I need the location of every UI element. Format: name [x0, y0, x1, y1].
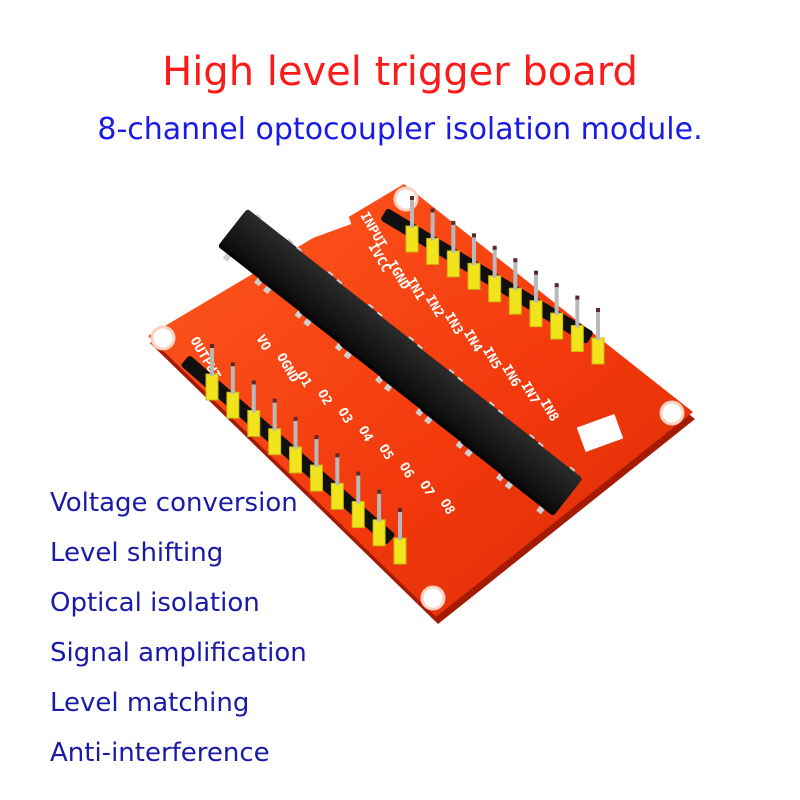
- pin-label: O6: [396, 460, 417, 481]
- header-pin: [550, 283, 564, 340]
- page-title: High level trigger board: [162, 49, 638, 95]
- page-subtitle: 8-channel optocoupler isolation module.: [97, 112, 703, 147]
- header-pin: [268, 398, 282, 456]
- header-pin: [330, 453, 344, 510]
- optocoupler-chips: [218, 209, 582, 516]
- feature-item: Voltage conversion: [50, 488, 298, 518]
- header-pin: [247, 380, 261, 437]
- optocoupler-chip: [500, 437, 582, 516]
- feature-item: Level matching: [50, 688, 250, 718]
- feature-item: Optical isolation: [50, 588, 260, 618]
- header-pin: [405, 196, 419, 253]
- header-pin: [570, 295, 584, 353]
- pin-label: O7: [416, 478, 437, 499]
- header-pin: [529, 270, 543, 328]
- feature-item: Signal amplification: [50, 638, 307, 668]
- header-pin: [205, 344, 219, 401]
- header-pin: [446, 220, 460, 278]
- header-pin: [508, 258, 522, 315]
- pin-label: VO: [253, 333, 274, 354]
- pin-label: O4: [355, 424, 376, 445]
- pin-label: O2: [314, 387, 335, 408]
- header-pin: [488, 245, 502, 303]
- header-pin: [226, 362, 240, 419]
- header-pin: [467, 233, 481, 290]
- pin-label: O3: [334, 405, 355, 426]
- header-pin: [591, 308, 605, 365]
- header-pin: [393, 508, 407, 565]
- pin-label: O1: [293, 369, 314, 390]
- silk-pad-right: [576, 413, 624, 453]
- header-pin: [289, 416, 303, 474]
- header-pin: [351, 471, 365, 529]
- header-pin: [309, 435, 323, 492]
- feature-item: Level shifting: [50, 538, 224, 568]
- silk-pad-top: [296, 197, 352, 241]
- feature-item: Anti-interference: [50, 738, 270, 768]
- header-pin: [426, 208, 440, 265]
- output-header: [181, 344, 407, 565]
- header-pin: [372, 489, 386, 547]
- pin-label: O5: [375, 442, 396, 463]
- pin-label: O8: [437, 497, 458, 518]
- feature-list: Voltage conversion Level shifting Optica…: [50, 478, 307, 778]
- input-header: [381, 196, 605, 365]
